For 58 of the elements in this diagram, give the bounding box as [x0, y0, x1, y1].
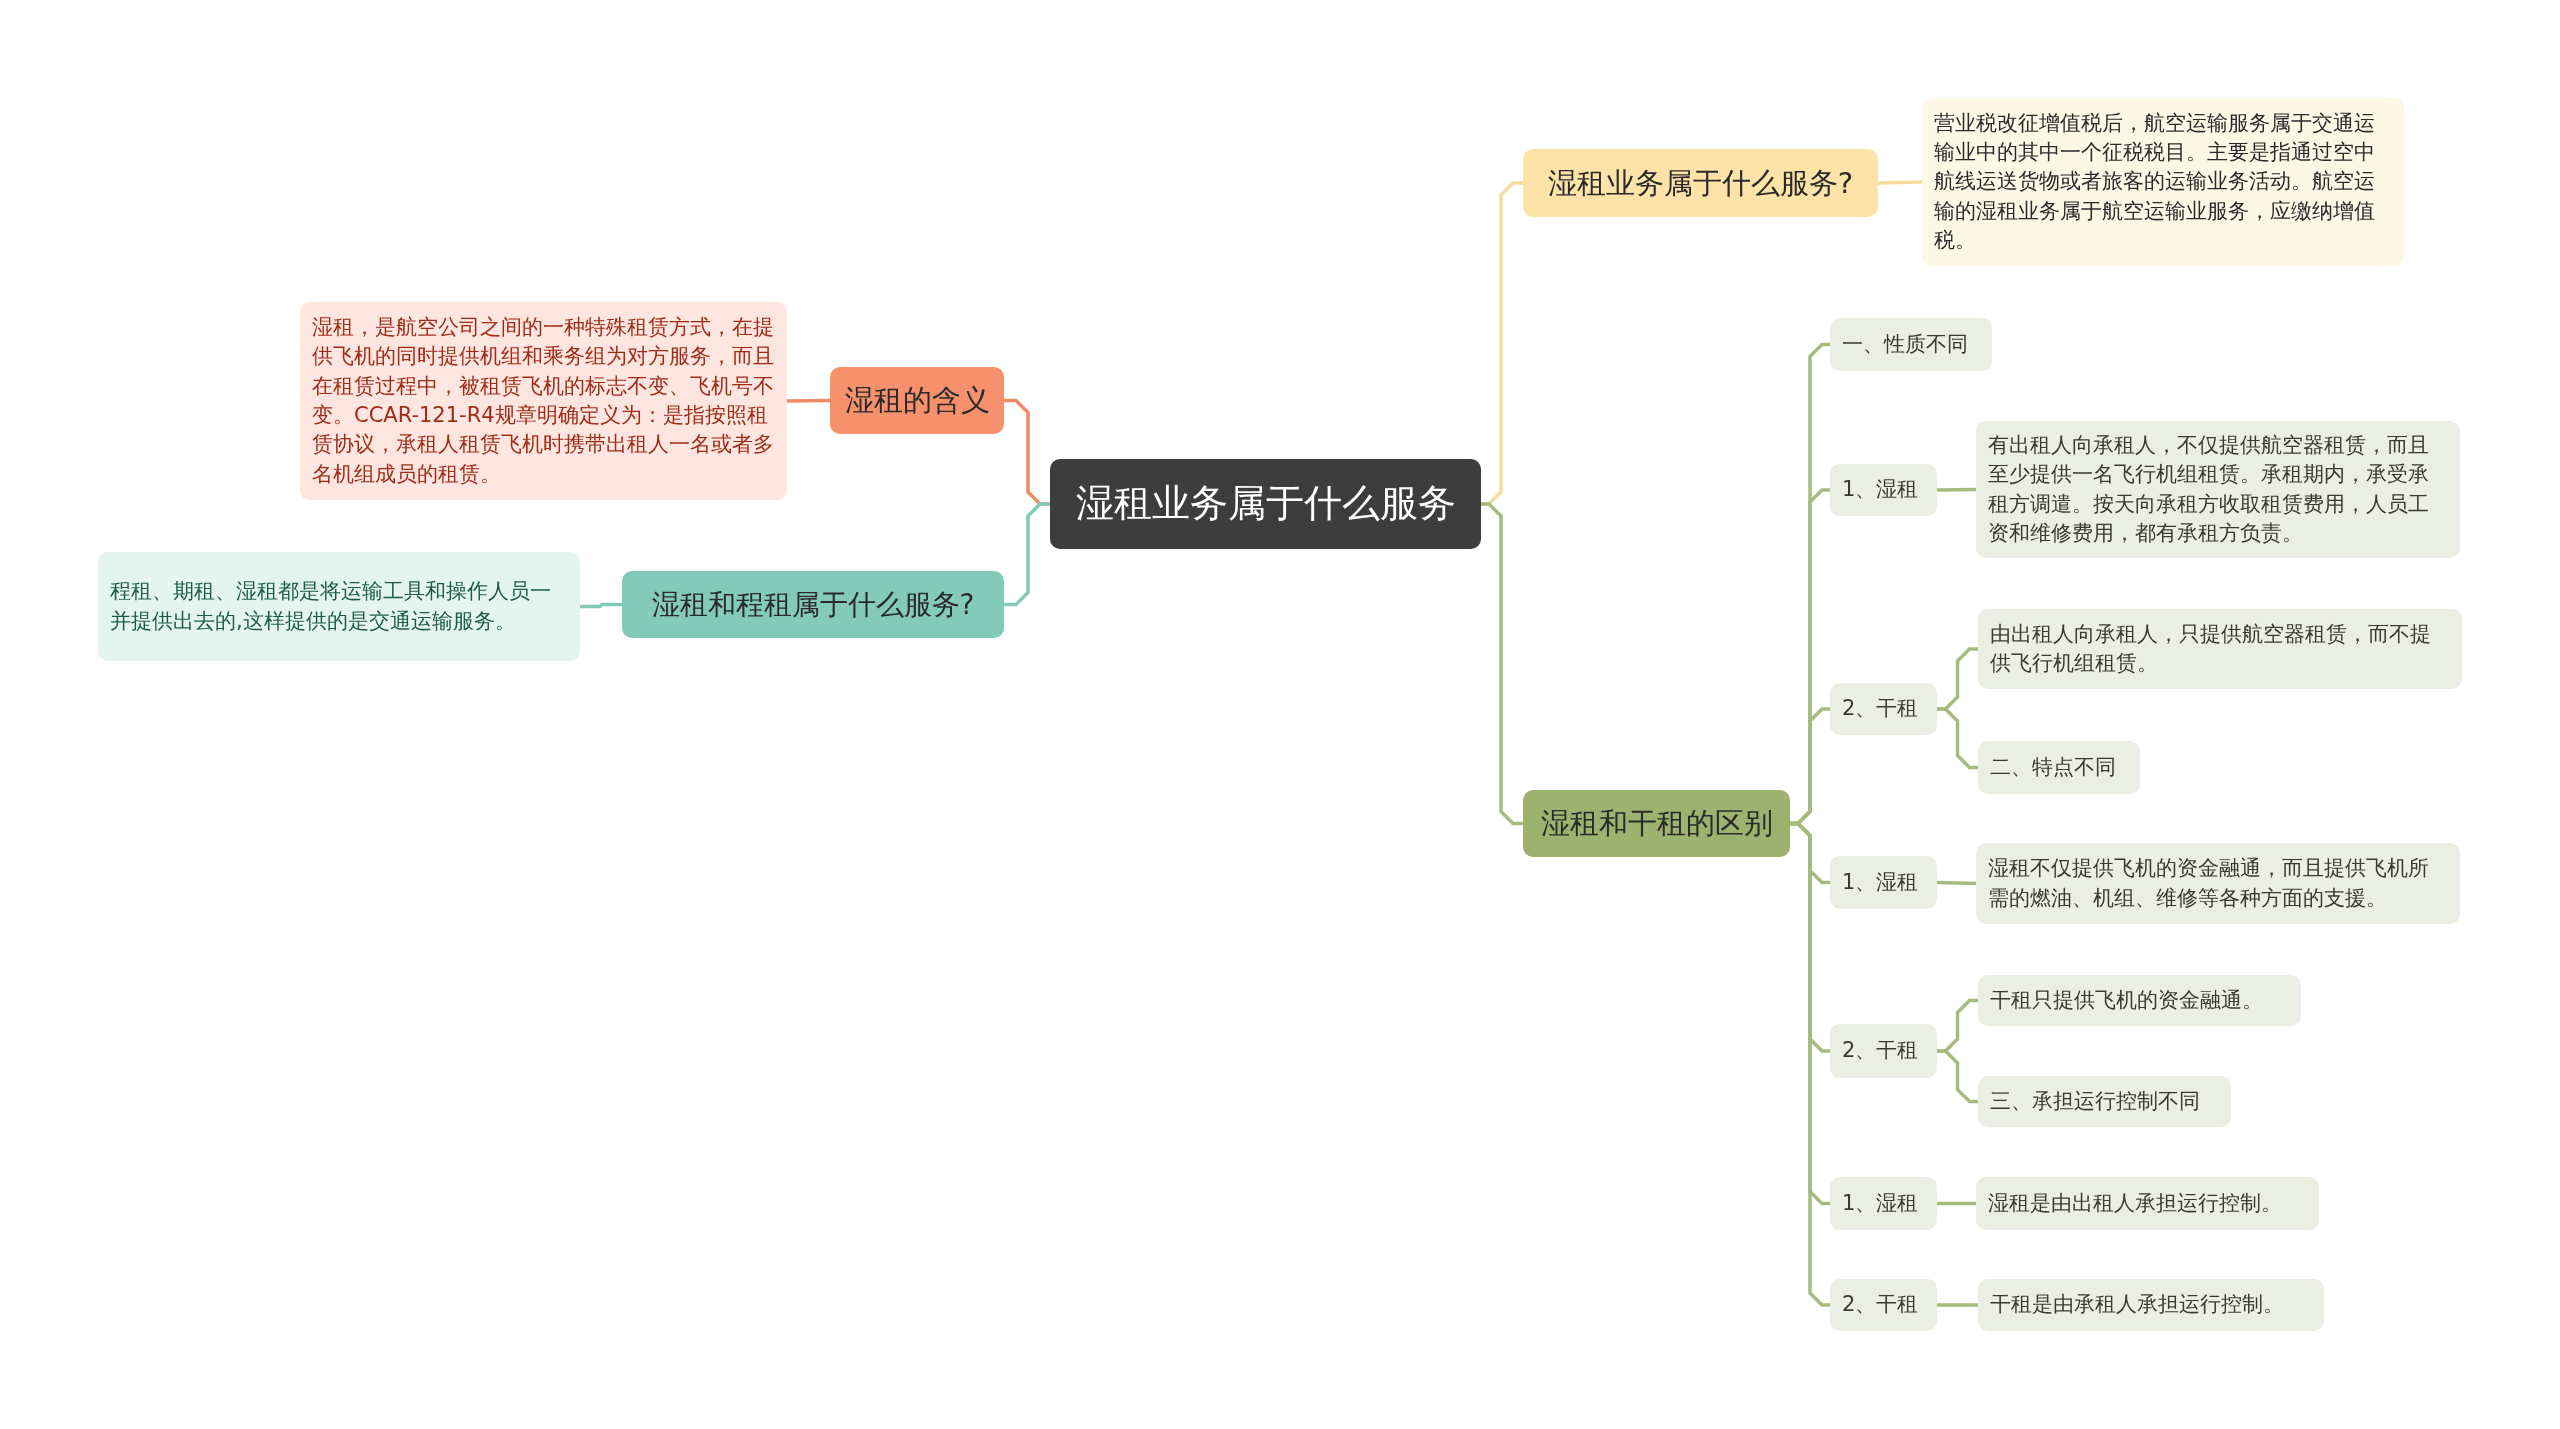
node-text: 2、干租: [1842, 1038, 1919, 1064]
connector: [1937, 1049, 1978, 1104]
connector: [1481, 502, 1523, 826]
connector: [580, 602, 622, 609]
subtopic-box: [1976, 1177, 2319, 1230]
topic-box: [1523, 149, 1878, 217]
note-box: [1976, 843, 2460, 924]
connector: [787, 398, 830, 403]
node-text: 2、干租: [1842, 1292, 1919, 1318]
subtopic-box: [1978, 741, 2140, 794]
node-text: 1、湿租: [1842, 477, 1919, 503]
subtopic-box: [1830, 464, 1937, 516]
subtopic-box: [1830, 1279, 1937, 1331]
connector: [1936, 880, 1977, 886]
subtopic-box: [1978, 975, 2301, 1026]
node-text: 湿租是由出租人承担运行控制。: [1988, 1190, 2282, 1217]
connector: [1877, 180, 1923, 185]
connector: [1004, 502, 1050, 607]
subtopic-box: [1830, 683, 1937, 735]
node-text: 程租、期租、湿租都是将运输工具和操作人员一并提供出去的,这样提供的是交通运输服务。: [110, 578, 552, 635]
connector: [1936, 487, 1977, 492]
node-text: 湿租业务属于什么服务?: [1547, 165, 1854, 201]
topic-box: [622, 571, 1004, 638]
note-box: [1922, 98, 2404, 266]
node-text: 营业税改征增值税后，航空运输服务属于交通运输业中的其中一个征税税目。主要是指通过空中航线运送货物或者旅客的运输业务活动。航空运输的湿租业务属于航空运输业服务，应缴纳增值税。: [1934, 109, 2376, 255]
node-text: 三、承担运行控制不同: [1990, 1088, 2200, 1115]
node-text: 由出租人向承租人，只提供航空器租赁，而不提供飞行机组租赁。: [1990, 620, 2432, 677]
node-text: 2、干租: [1842, 696, 1919, 722]
node-text: 湿租，是航空公司之间的一种特殊租赁方式，在提供飞机的同时提供机组和乘务组为对方服务，而且在租赁过程中，被租赁飞机的标志不变、飞机号不变。CCAR-121-R4规章明确定义为：是指按照租赁协议，承租人租赁飞机时携带出租人一名或者多名机组成员的租赁。: [312, 313, 775, 488]
node-text: 湿租和程租属于什么服务?: [651, 587, 975, 622]
subtopic-box: [1978, 1279, 2324, 1331]
subtopic-box: [1830, 856, 1937, 909]
node-text: 1、湿租: [1842, 1190, 1919, 1217]
node-text: 1、湿租: [1842, 869, 1919, 896]
node-text: 有出租人向承租人，不仅提供航空器租赁，而且至少提供一名飞行机组租赁。承租期内，承受承租方调遣。按天向承租方收取租赁费用，人员工资和维修费用，都有承租方负责。: [1988, 431, 2430, 547]
subtopic-box: [1830, 1177, 1937, 1230]
note-box: [98, 552, 580, 661]
central-topic: [1050, 459, 1481, 549]
connector: [1937, 707, 1978, 770]
node-text: 湿租不仅提供飞机的资金融通，而且提供飞机所需的燃油、机组、维修等各种方面的支援。: [1988, 855, 2430, 912]
topic-box: [1523, 790, 1790, 857]
subtopic-box: [1830, 1024, 1937, 1078]
note-box: [1976, 421, 2460, 558]
connector: [1790, 821, 1830, 1307]
subtopic-box: [1830, 318, 1992, 371]
connector: [1937, 1201, 1976, 1206]
node-text: 干租只提供飞机的资金融通。: [1990, 987, 2263, 1014]
subtopic-box: [1978, 1076, 2231, 1127]
node-text: 干租是由承租人承担运行控制。: [1990, 1292, 2284, 1318]
connector: [1937, 1303, 1978, 1307]
node-text: 湿租业务属于什么服务: [1075, 481, 1456, 527]
node-text: 湿租的含义: [844, 383, 990, 418]
note-box: [1978, 609, 2462, 689]
node-text: 湿租和干租的区别: [1540, 806, 1773, 841]
node-text: 二、特点不同: [1990, 754, 2116, 781]
topic-box: [830, 367, 1004, 434]
node-text: 一、性质不同: [1842, 331, 1968, 358]
note-box: [300, 302, 787, 500]
